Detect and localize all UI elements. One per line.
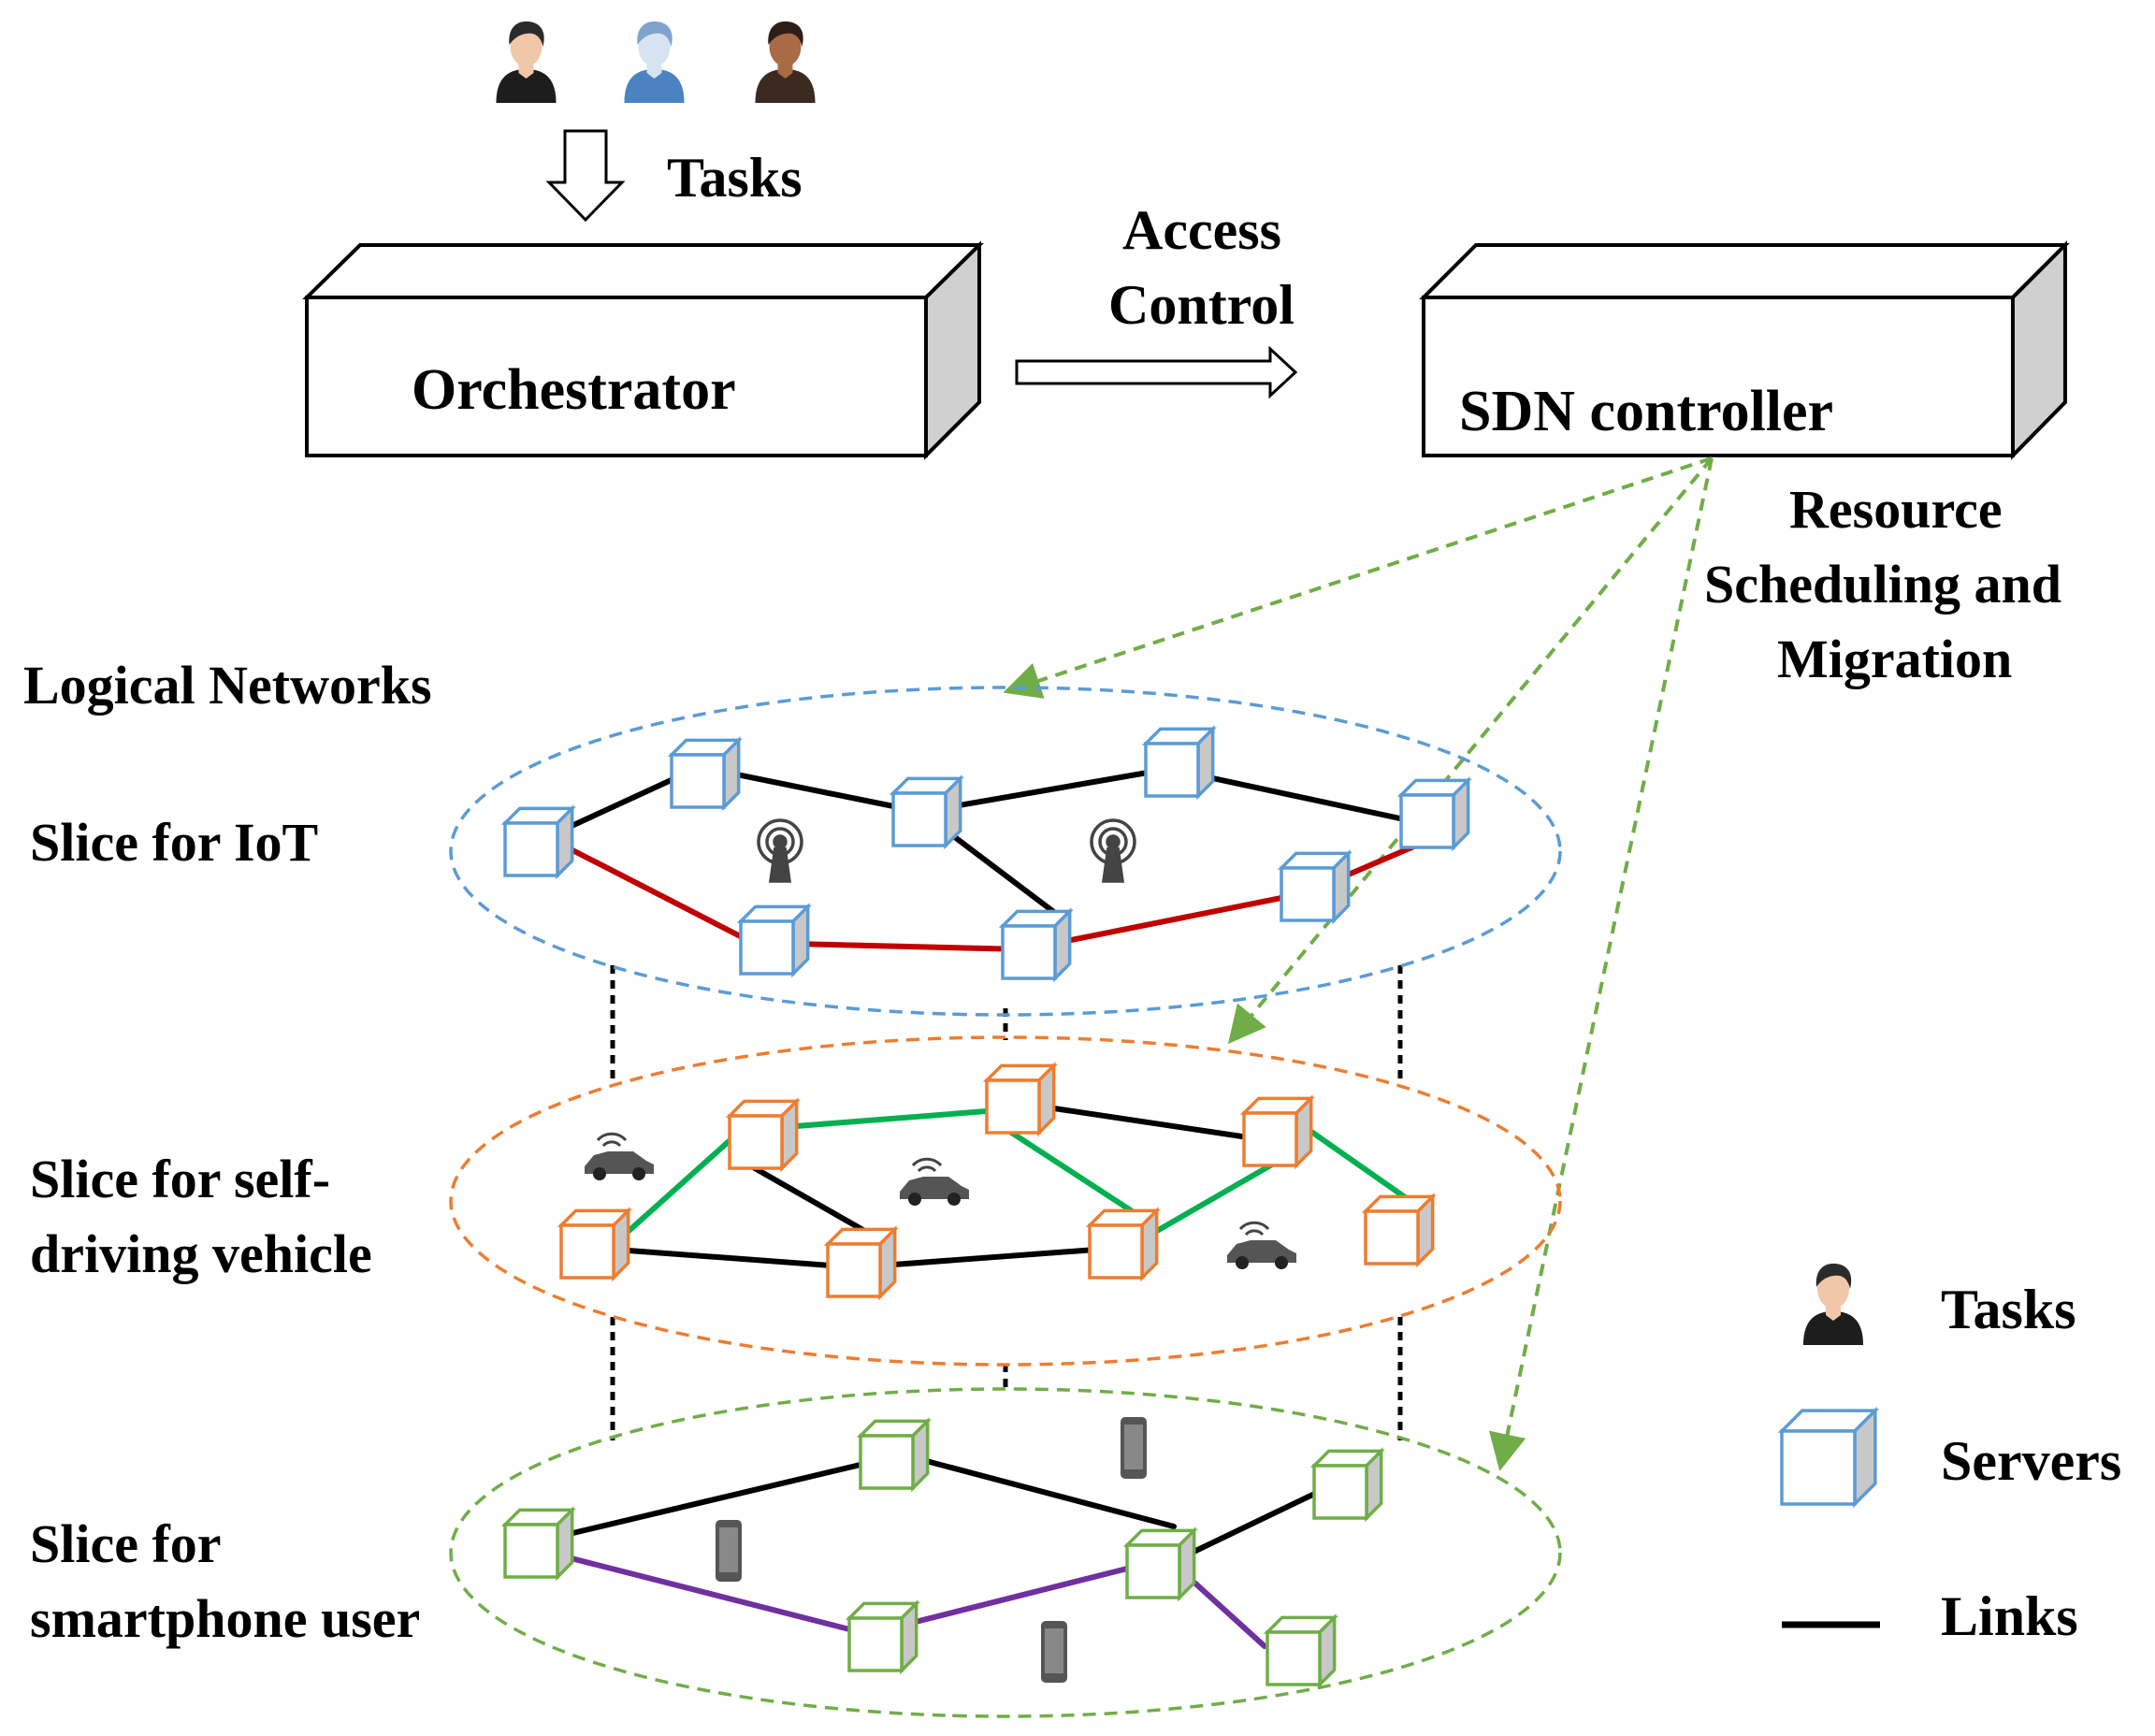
- orchestrator-box: Orchestrator: [302, 240, 984, 460]
- server-cube-icon: [982, 1062, 1058, 1137]
- slice-iot-label: Slice for IoT: [30, 812, 318, 873]
- legend: Tasks Servers Links: [1777, 1263, 2121, 1647]
- server-cube-icon: [500, 804, 576, 880]
- tasks-down-arrow: [545, 129, 626, 223]
- server-cube-icon: [1361, 1193, 1437, 1268]
- slice-connectors: [610, 965, 1403, 1440]
- server-cubes: [500, 725, 1472, 1689]
- server-cube-icon: [1777, 1406, 1880, 1509]
- control-arrows: [1003, 456, 1714, 1471]
- server-cube-icon: [1309, 1447, 1385, 1523]
- access-control-label-1: Access: [1122, 199, 1281, 261]
- connected-car-icon: [900, 1157, 969, 1206]
- server-cube-icon: [736, 903, 812, 978]
- connected-car-icon: [1227, 1221, 1296, 1269]
- legend-links-label: Links: [1941, 1585, 2078, 1647]
- server-cube-icon: [1085, 1207, 1161, 1282]
- server-cube-icon: [1277, 849, 1352, 925]
- antenna-icon: [757, 818, 803, 883]
- users-group: [496, 21, 816, 104]
- access-control-arrow: [1015, 345, 1298, 399]
- user-icon: [496, 21, 557, 104]
- vehicle-links: [600, 1099, 1410, 1270]
- server-cube-icon: [845, 1599, 920, 1675]
- slice-vehicle-label-1: Slice for self-: [30, 1149, 330, 1209]
- antenna-icon: [1090, 818, 1136, 883]
- server-cube-icon: [557, 1207, 632, 1282]
- server-cube-icon: [998, 907, 1074, 983]
- sdn-controller-label: SDN controller: [1459, 380, 1833, 443]
- server-cube-icon: [1396, 776, 1472, 852]
- iot-slice-ellipse: [449, 686, 1562, 1017]
- user-icon: [624, 21, 685, 104]
- logical-networks-label: Logical Networks: [23, 655, 432, 716]
- connected-car-icon: [585, 1132, 654, 1180]
- server-cube-icon: [1141, 725, 1217, 801]
- legend-servers-label: Servers: [1941, 1430, 2121, 1492]
- legend-server-icon: [1777, 1406, 1880, 1509]
- server-cube-icon: [1263, 1613, 1338, 1689]
- resource-label-2: Scheduling and: [1704, 554, 2061, 615]
- phone-links: [554, 1447, 1331, 1649]
- slice-phone-label-1: Slice for: [30, 1513, 222, 1574]
- server-cube-icon: [725, 1097, 801, 1173]
- resource-label-1: Resource: [1789, 479, 2003, 540]
- smartphone-icon: [716, 1520, 742, 1582]
- server-cube-icon: [1122, 1526, 1198, 1602]
- legend-user-icon: [1803, 1263, 1863, 1345]
- access-control-label-2: Control: [1108, 274, 1294, 336]
- resource-label-3: Migration: [1777, 629, 2012, 689]
- smartphone-icon: [1121, 1417, 1147, 1479]
- slice-phone-label-2: smartphone user: [30, 1588, 420, 1649]
- slice-vehicle-label-2: driving vehicle: [30, 1223, 372, 1284]
- vehicle-slice-ellipse: [449, 1035, 1562, 1367]
- server-cube-icon: [856, 1417, 932, 1493]
- legend-tasks-label: Tasks: [1941, 1279, 2076, 1340]
- user-icon: [755, 21, 816, 104]
- phone-slice-ellipse: [449, 1387, 1562, 1718]
- orchestrator-label: Orchestrator: [412, 358, 736, 422]
- smartphone-icon: [1041, 1621, 1067, 1683]
- server-cube-icon: [500, 1506, 576, 1582]
- server-cube-icon: [823, 1225, 899, 1301]
- server-cube-icon: [889, 774, 964, 850]
- tasks-label: Tasks: [667, 147, 803, 209]
- server-cube-icon: [667, 736, 743, 812]
- sdn-controller-box: SDN controller: [1419, 240, 2070, 460]
- server-cube-icon: [1239, 1094, 1315, 1170]
